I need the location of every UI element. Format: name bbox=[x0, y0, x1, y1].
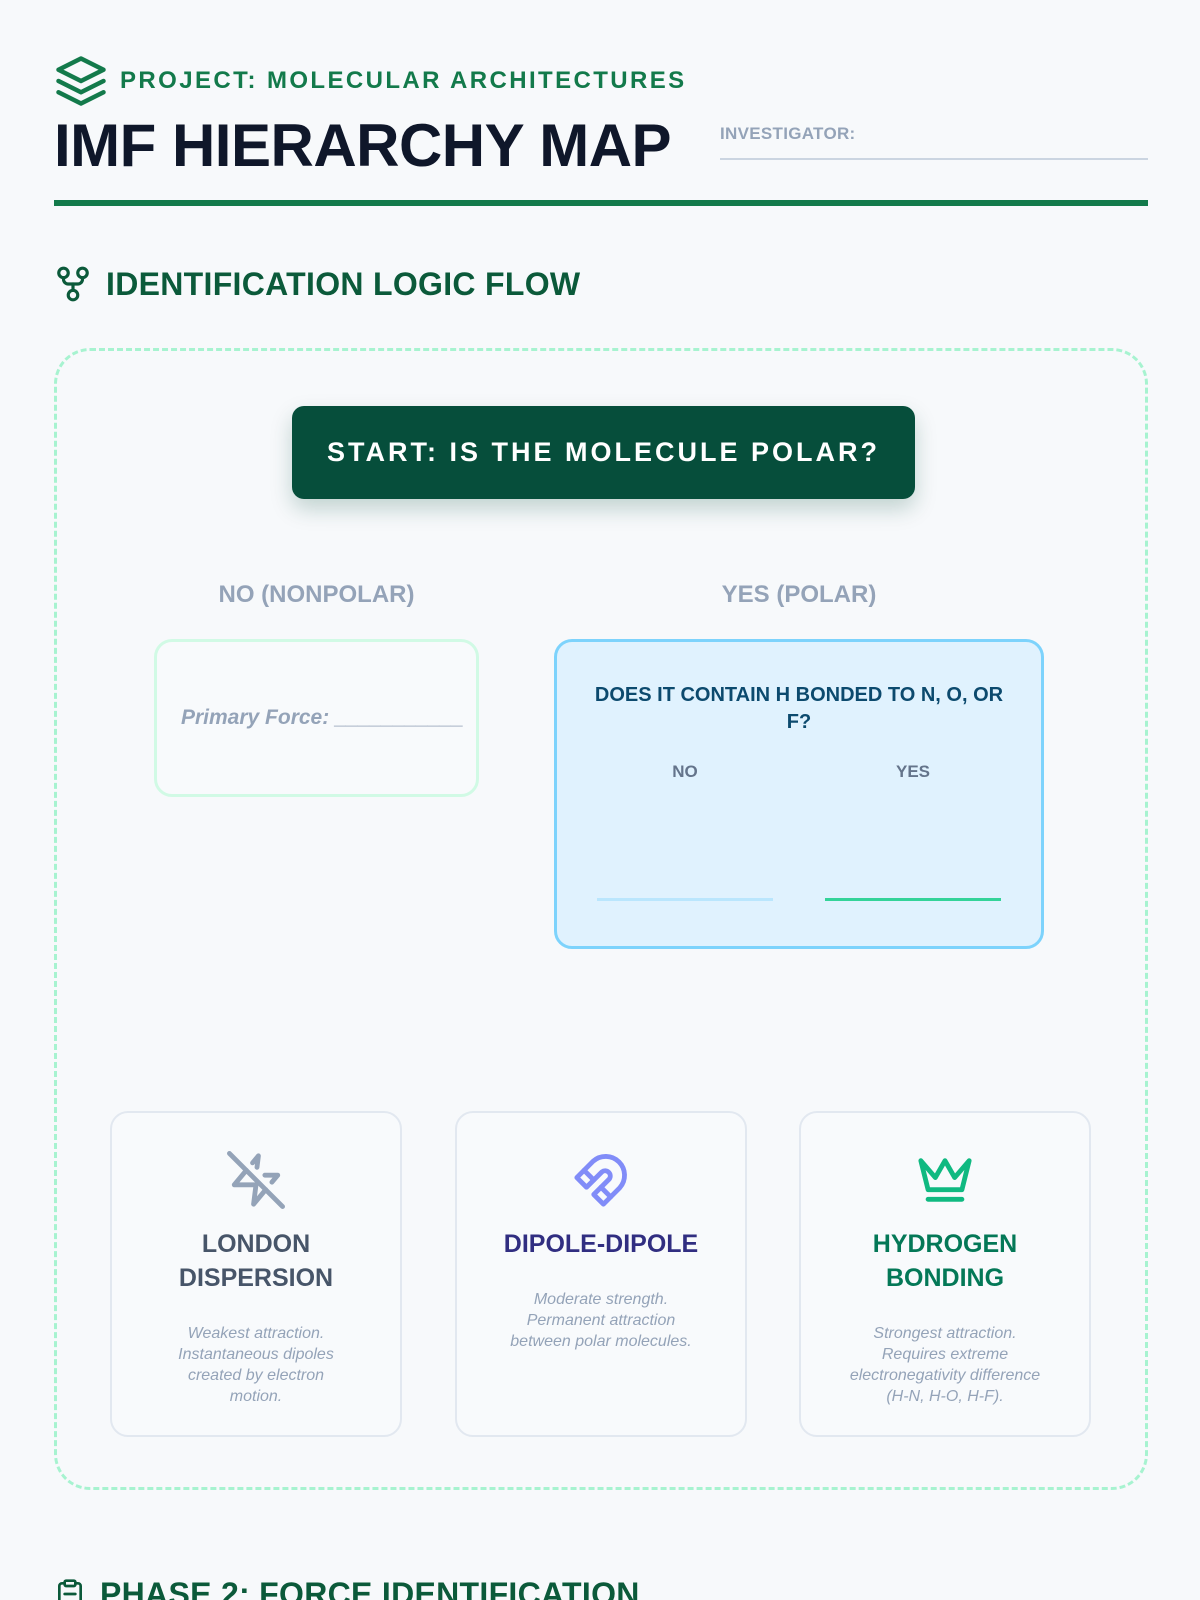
force-name: LONDON DISPERSION bbox=[178, 1230, 334, 1292]
force-description: Moderate strength. Permanent attraction … bbox=[510, 1291, 692, 1350]
project-label: PROJECT: MOLECULAR ARCHITECTURES bbox=[120, 67, 687, 94]
page-title: IMF HIERARCHY MAP bbox=[54, 112, 672, 179]
crown-icon bbox=[918, 1158, 972, 1202]
layers-icon bbox=[56, 56, 106, 106]
section-title: PHASE 2: FORCE IDENTIFICATION bbox=[100, 1575, 640, 1600]
force-name: HYDROGEN BONDING bbox=[872, 1230, 1018, 1292]
start-polar-question-button[interactable]: START: IS THE MOLECULE POLAR? bbox=[292, 406, 915, 499]
force-description: Strongest attraction. Requires extreme e… bbox=[849, 1325, 1041, 1405]
worksheet-page: PROJECT: MOLECULAR ARCHITECTURES IMF HIE… bbox=[54, 0, 1148, 1600]
investigator-label: INVESTIGATOR: bbox=[720, 124, 856, 143]
polar-no-label: NO bbox=[672, 762, 698, 781]
force-card-hydrogen-bonding: HYDROGEN BONDING Strongest attraction. R… bbox=[799, 1111, 1091, 1437]
flow-branch-icon bbox=[57, 266, 89, 302]
force-card-london-dispersion: LONDON DISPERSION Weakest attraction. In… bbox=[110, 1111, 402, 1437]
logic-flow-container: START: IS THE MOLECULE POLAR? NO (NONPOL… bbox=[54, 348, 1148, 1490]
branch-label-polar: YES (POLAR) bbox=[721, 581, 877, 608]
section-heading-phase-2: PHASE 2: FORCE IDENTIFICATION bbox=[54, 1572, 640, 1600]
magnet-icon bbox=[574, 1154, 627, 1207]
nonpolar-answer-box[interactable]: Primary Force: ___________ bbox=[154, 639, 479, 797]
polar-question-box: DOES IT CONTAIN H BONDED TO N, O, OR F? … bbox=[554, 639, 1044, 949]
force-description: Weakest attraction. Instantaneous dipole… bbox=[178, 1325, 334, 1405]
polar-no-answer-line[interactable] bbox=[597, 898, 773, 901]
branch-label-nonpolar: NO (NONPOLAR) bbox=[218, 581, 415, 608]
zap-off-icon bbox=[227, 1151, 285, 1209]
investigator-field[interactable]: INVESTIGATOR: bbox=[720, 124, 1148, 160]
project-row: PROJECT: MOLECULAR ARCHITECTURES bbox=[54, 54, 687, 108]
hydrogen-bond-question: DOES IT CONTAIN H BONDED TO N, O, OR F? bbox=[594, 684, 1004, 733]
header-divider bbox=[54, 200, 1148, 206]
polar-yes-answer-line[interactable] bbox=[825, 898, 1001, 901]
primary-force-prompt: Primary Force: ___________ bbox=[181, 706, 464, 729]
force-card-dipole-dipole: DIPOLE-DIPOLE Moderate strength. Permane… bbox=[455, 1111, 747, 1437]
section-title: IDENTIFICATION LOGIC FLOW bbox=[106, 265, 581, 302]
section-heading-logic-flow: IDENTIFICATION LOGIC FLOW bbox=[54, 262, 580, 306]
clipboard-icon bbox=[58, 1579, 82, 1600]
force-name: DIPOLE-DIPOLE bbox=[503, 1230, 699, 1258]
polar-yes-label: YES bbox=[895, 762, 931, 781]
